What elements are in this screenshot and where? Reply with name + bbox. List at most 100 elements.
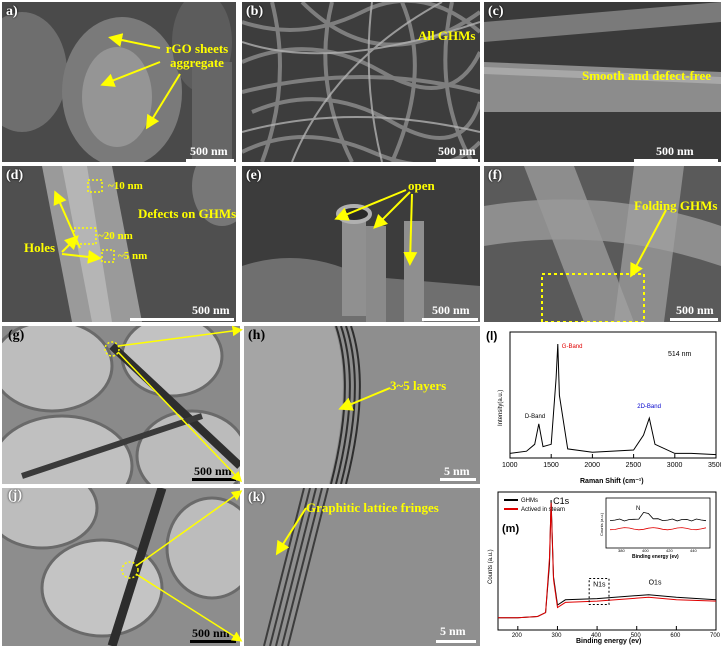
tem-image-h <box>244 326 480 484</box>
raman-x-ticks: 100015002000250030003500 <box>502 454 723 469</box>
annotation-smooth-defect-free: Smooth and defect-free <box>582 68 712 83</box>
raman-d-band-label: D-Band <box>525 414 545 420</box>
xps-plot-frame <box>497 491 717 631</box>
panel-label-e: (e) <box>246 168 262 183</box>
legend-label-ghms: GHMs <box>521 498 538 504</box>
panel-j-tem-image: (j) 500 nm <box>2 488 240 646</box>
scale-bar-j <box>190 640 236 643</box>
sem-image-b <box>242 2 480 162</box>
panel-label-f: (f) <box>488 168 502 183</box>
scale-bar-a <box>186 159 234 162</box>
xps-n1s-label: N1s <box>593 582 606 589</box>
raman-panel-label: (l) <box>486 329 497 343</box>
sem-image-a <box>2 2 236 162</box>
panel-label-g: (g) <box>8 328 25 343</box>
xps-tick-label: 700 <box>710 633 721 639</box>
xps-inset-ghms <box>609 511 707 522</box>
annotation-open: open <box>408 178 435 193</box>
xps-inset-tick-label: 440 <box>690 548 697 553</box>
xps-inset-frame <box>605 497 711 549</box>
panel-label-j: (j) <box>8 488 22 503</box>
annotation-folding-ghms: Folding GHMs <box>634 198 718 213</box>
xps-tick-label: 500 <box>631 633 642 639</box>
xps-inset-steam <box>609 527 707 531</box>
scale-label-a: 500 nm <box>190 144 228 158</box>
xps-inset-x-label: Binding energy (ev) <box>632 554 679 560</box>
panel-a-sem-image: a) rGO sheets aggregate 500 nm <box>2 2 236 162</box>
scale-bar-h <box>440 478 476 481</box>
raman-g-band-label: G-Band <box>562 344 583 350</box>
xps-chart-svg: Counts (a.u.) Binding energy (ev) (m) 20… <box>488 491 721 645</box>
xps-inset-y-label: Counts (a.u.) <box>599 512 604 536</box>
raman-tick-label: 3500 <box>708 462 721 469</box>
annotation-3-5-layers: 3~5 layers <box>390 378 447 393</box>
raman-chart-svg: (l) 514 nm Intensity(a.u.) Raman Shift (… <box>486 329 723 485</box>
raman-x-axis-label: Raman Shift (cm⁻¹) <box>580 478 644 485</box>
xps-inset-tick-label: 400 <box>642 548 649 553</box>
xps-tick-label: 600 <box>670 633 681 639</box>
scale-label-f: 500 nm <box>676 303 714 317</box>
panel-f-sem-image: (f) Folding GHMs 500 nm <box>484 166 721 322</box>
raman-tick-label: 1500 <box>543 462 559 469</box>
scale-label-c: 500 nm <box>656 144 694 158</box>
xps-series-steam <box>498 502 717 619</box>
annotation-rgo-aggregate: rGO sheets aggregate <box>165 41 229 70</box>
scale-label-h: 5 nm <box>444 464 470 478</box>
scale-bar-g <box>192 478 236 481</box>
panel-k-tem-image: (k) Graphitic lattice fringes 5 nm <box>244 488 480 646</box>
raman-y-axis-label: Intensity(a.u.) <box>498 390 504 426</box>
scale-bar-b <box>436 159 478 162</box>
scale-label-g: 500 nm <box>194 464 232 478</box>
raman-tick-label: 2000 <box>584 462 600 469</box>
raman-plot-frame <box>509 331 717 459</box>
scale-label-k: 5 nm <box>440 624 466 638</box>
annotation-defects: Defects on GHMs <box>138 206 236 221</box>
scale-label-d: 500 nm <box>192 303 230 317</box>
hole-size-5nm: ~5 nm <box>118 250 148 262</box>
raman-tick-label: 3000 <box>667 462 683 469</box>
scale-bar-e <box>422 318 478 321</box>
raman-wavelength: 514 nm <box>668 351 692 358</box>
panel-g-tem-image: (g) 500 nm <box>2 326 240 484</box>
xps-inset-tick-label: 420 <box>666 548 673 553</box>
raman-spectrum-line <box>509 343 717 456</box>
xps-o1s-label: O1s <box>649 580 662 587</box>
scale-label-e: 500 nm <box>432 303 470 317</box>
panel-h-tem-image: (h) 3~5 layers 5 nm <box>244 326 480 484</box>
scale-bar-d <box>130 318 234 321</box>
scale-bar-k <box>436 640 476 643</box>
raman-tick-label: 2500 <box>626 462 642 469</box>
panel-label-b: (b) <box>246 4 264 19</box>
annotation-holes: Holes <box>24 240 56 255</box>
panel-label-c: (c) <box>488 4 504 19</box>
raman-2d-band-label: 2D-Band <box>637 404 661 410</box>
xps-y-axis-label: Counts (a.u.) <box>488 549 494 584</box>
tem-image-g <box>2 326 240 484</box>
xps-inset-n-label: N <box>636 506 640 512</box>
xps-c1s-label: C1s <box>553 496 570 506</box>
hole-size-10nm: ~10 nm <box>108 180 143 192</box>
scale-label-j: 500 nm <box>192 626 230 640</box>
scale-bar-f <box>670 318 718 321</box>
panel-label-h: (h) <box>248 328 266 343</box>
panel-d-sem-image: (d) Defects on GHMs Holes ~10 nm ~20 nm … <box>2 166 236 322</box>
xps-inset-ticks: 380 400 420 440 <box>618 548 697 553</box>
xps-n1s-region-box <box>588 578 610 606</box>
panel-label-d: (d) <box>6 168 24 183</box>
xps-chart: Counts (a.u.) Binding energy (ev) (m) 20… <box>484 488 721 646</box>
scale-bar-c <box>634 159 718 162</box>
hole-size-20nm: ~20 nm <box>98 230 133 242</box>
sem-image-e <box>242 166 480 322</box>
xps-panel-label: (m) <box>502 523 519 535</box>
legend-label-steam: Actived in steam <box>521 507 565 513</box>
panel-b-sem-image: (b) All GHMs 500 nm <box>242 2 480 162</box>
scale-label-b: 500 nm <box>438 144 476 158</box>
xps-x-axis-label: Binding energy (ev) <box>576 638 641 645</box>
annotation-all-ghms: All GHMs <box>418 28 476 43</box>
xps-inset-tick-label: 380 <box>618 548 625 553</box>
raman-chart: (l) 514 nm Intensity(a.u.) Raman Shift (… <box>482 326 723 486</box>
panel-c-sem-image: (c) Smooth and defect-free 500 nm <box>484 2 721 162</box>
sem-image-f <box>484 166 721 322</box>
panel-label-a: a) <box>6 4 18 19</box>
xps-tick-label: 200 <box>512 633 523 639</box>
